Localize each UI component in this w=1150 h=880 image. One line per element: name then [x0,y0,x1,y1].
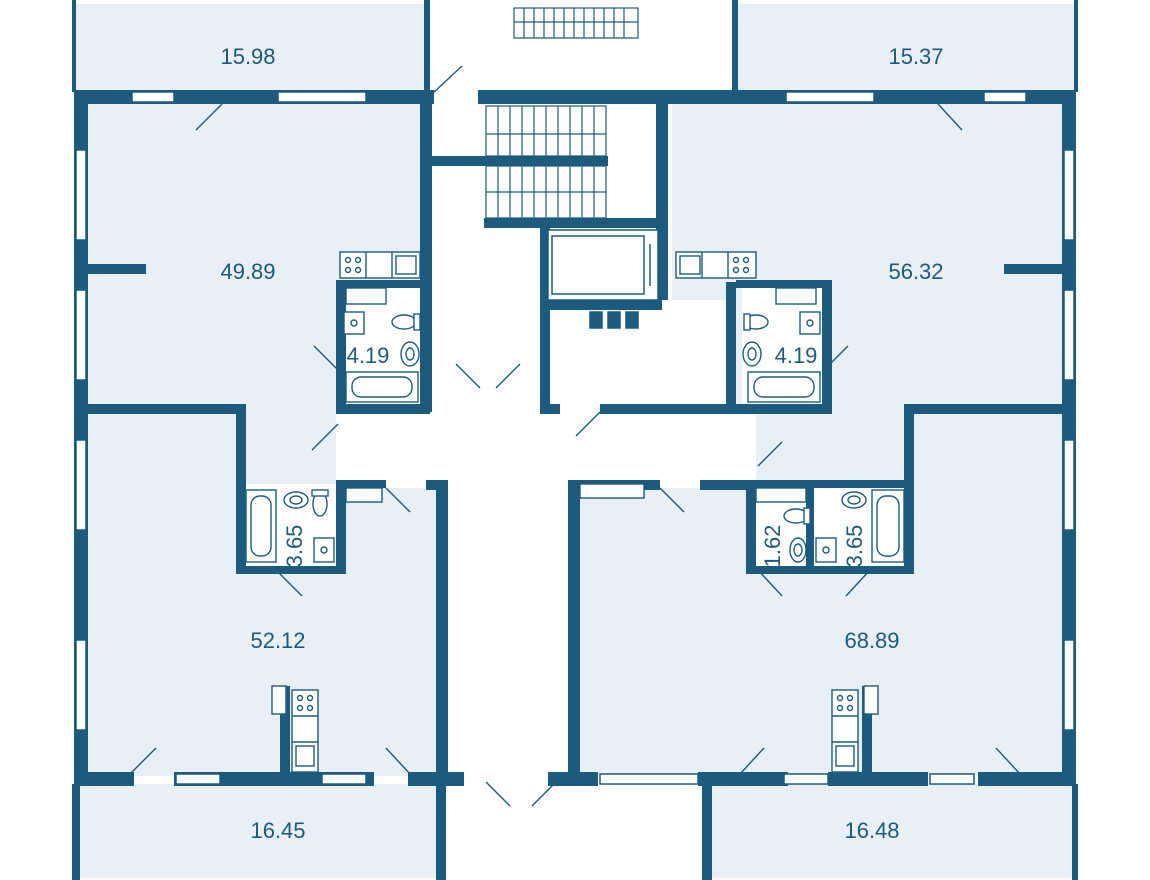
window-icon [75,149,87,241]
balcony-top-right[interactable] [738,4,1076,94]
area-label-toilet-bottom-right: 1.62 [760,525,785,568]
window-icon [75,639,87,731]
window-icon [785,91,875,103]
window-icon [783,773,829,785]
window-icon [599,773,699,785]
area-label-bathroom-bottom-right: 3.65 [842,525,867,568]
door-swing-icon [129,65,1021,807]
windows [75,91,1075,785]
balcony-bottom-left[interactable] [80,784,442,878]
stair-icon [485,7,639,219]
window-icon [1063,149,1075,241]
window-icon [1063,439,1075,531]
window-icon [321,773,367,785]
area-label-apartment-top-right: 56.32 [888,259,943,284]
area-label-apartment-top-left: 49.89 [220,259,275,284]
area-label-bathroom-top-right: 4.19 [775,343,818,368]
stove-icon [271,251,879,773]
window-icon [131,91,175,103]
area-labels: 15.98 15.37 49.89 56.32 4.19 4.19 3.65 1… [220,44,943,843]
window-icon [1063,289,1075,381]
balcony-bottom-right[interactable] [712,784,1076,878]
area-label-balcony-top-left: 15.98 [220,44,275,69]
balcony-top-left[interactable] [74,4,424,94]
area-label-apartment-bottom-left: 52.12 [250,628,305,653]
fixtures [245,251,905,773]
toilet-icon [311,313,811,525]
area-label-bathroom-top-left: 4.19 [347,343,390,368]
window-icon [929,773,975,785]
area-label-apartment-bottom-right: 68.89 [844,628,899,653]
elevator-icon [547,229,659,329]
window-icon [983,91,1027,103]
bathtub-icon [245,371,905,563]
sink-icon [283,311,867,563]
window-icon [175,773,221,785]
area-label-balcony-top-right: 15.37 [888,44,943,69]
window-icon [75,439,87,531]
window-icon [1063,639,1075,731]
window-icon [277,91,367,103]
window-icon [75,289,87,381]
area-label-balcony-bottom-right: 16.48 [844,818,899,843]
area-label-balcony-bottom-left: 16.45 [250,818,305,843]
area-label-bathroom-bottom-left: 3.65 [282,525,307,568]
